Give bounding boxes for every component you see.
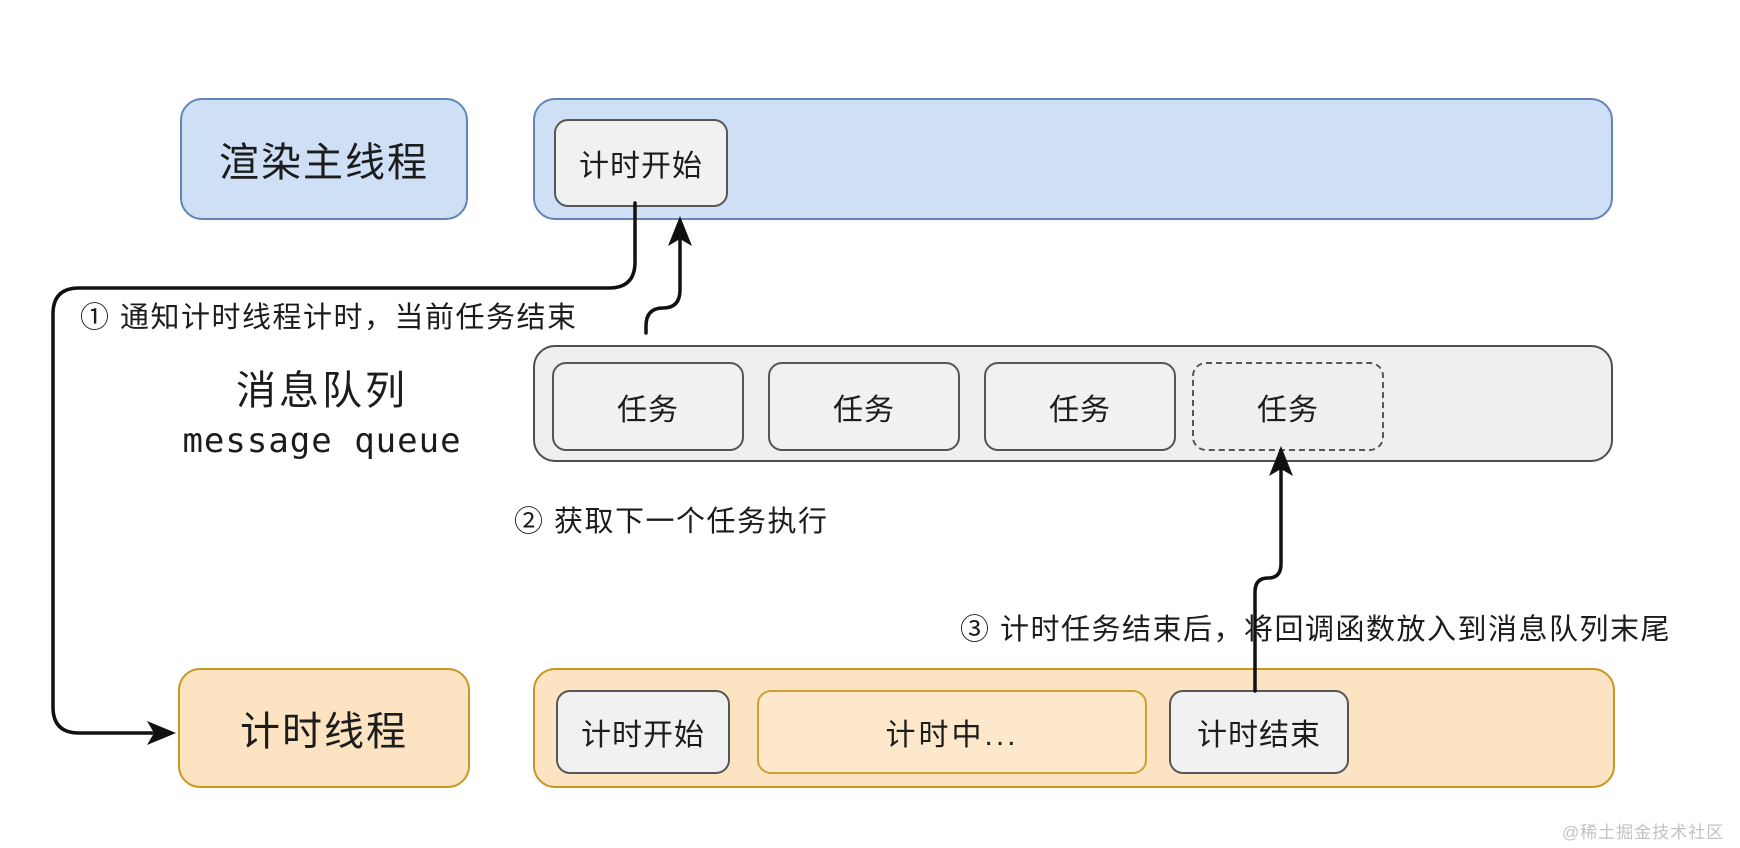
- render-main-thread-track: 计时开始: [533, 98, 1613, 220]
- task-chip-1-text: 任务: [617, 393, 679, 427]
- arrow-step3-enqueue-callback: [1253, 446, 1293, 693]
- render-main-thread-text: 渲染主线程: [219, 141, 429, 185]
- arrow-step2-next-task: [644, 216, 692, 335]
- task-chip-3: 任务: [984, 362, 1176, 451]
- watermark-text: @稀土掘金技术社区: [1562, 823, 1725, 842]
- timer-thread-track: 计时开始 计时中... 计时结束: [533, 668, 1615, 788]
- task-chip-2: 任务: [768, 362, 960, 451]
- timer-start-chip-timer-thread-text: 计时开始: [581, 719, 705, 752]
- timer-start-chip-main-thread: 计时开始: [554, 119, 728, 207]
- arrow-step1-notify-timer-thread: [51, 201, 637, 745]
- task-chip-1: 任务: [552, 362, 744, 451]
- task-chip-3-text: 任务: [1049, 393, 1111, 427]
- timer-thread-text: 计时线程: [240, 710, 408, 754]
- message-queue-label: 消息队列 message queue: [150, 368, 494, 461]
- timer-end-chip: 计时结束: [1169, 690, 1349, 774]
- pending-task-chip: 任务: [1192, 362, 1384, 451]
- timer-end-chip-text: 计时结束: [1197, 719, 1321, 752]
- pending-task-chip-text: 任务: [1257, 393, 1319, 427]
- timing-in-progress-chip: 计时中...: [757, 690, 1147, 774]
- timing-in-progress-chip-text: 计时中...: [885, 719, 1019, 752]
- message-queue-track: 任务 任务 任务 任务: [533, 345, 1613, 462]
- annotation-step3: ③ 计时任务结束后，将回调函数放入到消息队列末尾: [960, 614, 1672, 646]
- timer-thread-label: 计时线程: [178, 668, 470, 788]
- render-main-thread-label: 渲染主线程: [180, 98, 468, 220]
- timer-start-chip-main-thread-text: 计时开始: [579, 150, 703, 183]
- message-queue-label-zh: 消息队列: [236, 369, 408, 413]
- task-chip-2-text: 任务: [833, 393, 895, 427]
- timer-start-chip-timer-thread: 计时开始: [556, 690, 730, 774]
- annotation-step1: ① 通知计时线程计时，当前任务结束: [80, 302, 578, 334]
- message-queue-label-en: message queue: [182, 421, 462, 461]
- annotation-step2: ② 获取下一个任务执行: [514, 506, 829, 538]
